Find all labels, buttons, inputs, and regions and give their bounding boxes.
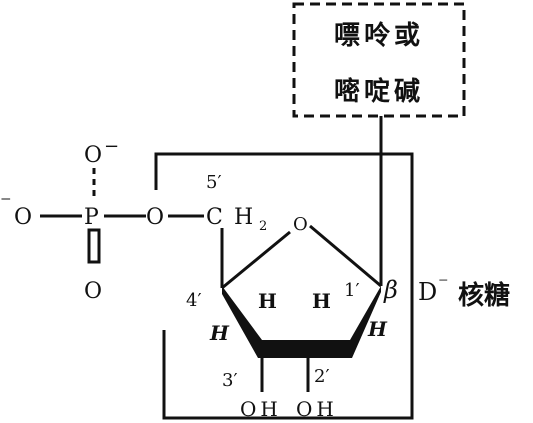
phosphate-o-left: O xyxy=(14,205,32,230)
base-box: 嘌呤或 嘧啶碱 xyxy=(292,2,466,118)
o4-c1-bond xyxy=(309,224,382,288)
d-ribose-label: D ⁻ 核糖 xyxy=(418,271,510,311)
h-left: H xyxy=(209,321,230,345)
h-right: H xyxy=(367,317,388,341)
beta-label: β xyxy=(383,276,398,304)
phosphate-o-bottom: O xyxy=(84,279,102,304)
c4-o4-bond xyxy=(221,230,291,290)
ribose-sugar: 5′ C H 2 O 4′ 1′ β H H H H 3′ 2′ OH OH xyxy=(186,172,398,421)
base-box-line1: 嘌呤或 xyxy=(334,20,424,51)
phosphate-minus-left: ⁻ xyxy=(0,191,12,216)
c4-label: 4′ xyxy=(186,290,202,311)
c1-label: 1′ xyxy=(344,280,360,301)
base-box-line2: 嘧啶碱 xyxy=(334,76,424,107)
phosphate-o-top: O xyxy=(84,143,102,168)
ch2-sub: 2 xyxy=(259,219,267,234)
d-letter: D xyxy=(418,278,437,306)
phosphate-group: O − ⁻ O P O O xyxy=(0,136,204,304)
ribose-name: 核糖 xyxy=(458,280,510,311)
c2-hydroxyl: OH xyxy=(296,397,338,421)
phosphate-minus-top: − xyxy=(104,136,119,157)
bridge-oxygen: O xyxy=(146,205,164,230)
d-dash: ⁻ xyxy=(438,271,449,295)
nucleoside-frame xyxy=(154,152,414,420)
c5-label: 5′ xyxy=(206,172,222,193)
ch2-c: C xyxy=(206,205,223,230)
p-o-double-bond xyxy=(87,228,101,264)
ch2-h: H xyxy=(234,205,253,230)
phosphorus: P xyxy=(84,205,99,230)
c2-label: 2′ xyxy=(314,366,330,387)
ring-h-right: H xyxy=(312,289,331,313)
ring-front-edge xyxy=(222,286,381,358)
c3-label: 3′ xyxy=(222,370,238,391)
ring-oxygen: O xyxy=(293,214,308,235)
c3-hydroxyl: OH xyxy=(240,397,282,421)
ring-h-left: H xyxy=(258,289,277,313)
